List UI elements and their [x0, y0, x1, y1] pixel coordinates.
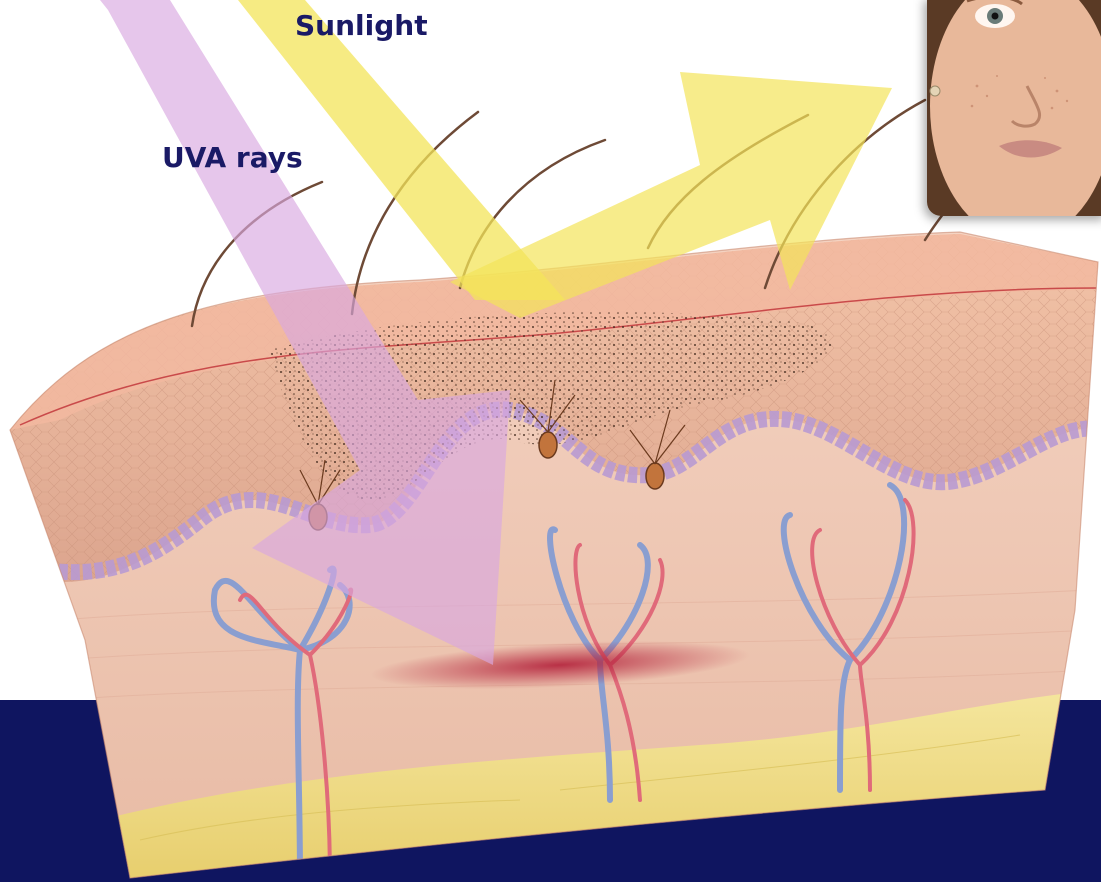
face-photo-inset: [927, 0, 1101, 216]
sunlight-label: Sunlight: [295, 12, 428, 40]
face-photo-icon: [927, 0, 1101, 216]
uva-rays-label: UVA rays: [162, 144, 303, 172]
skin-block: [0, 232, 1100, 882]
